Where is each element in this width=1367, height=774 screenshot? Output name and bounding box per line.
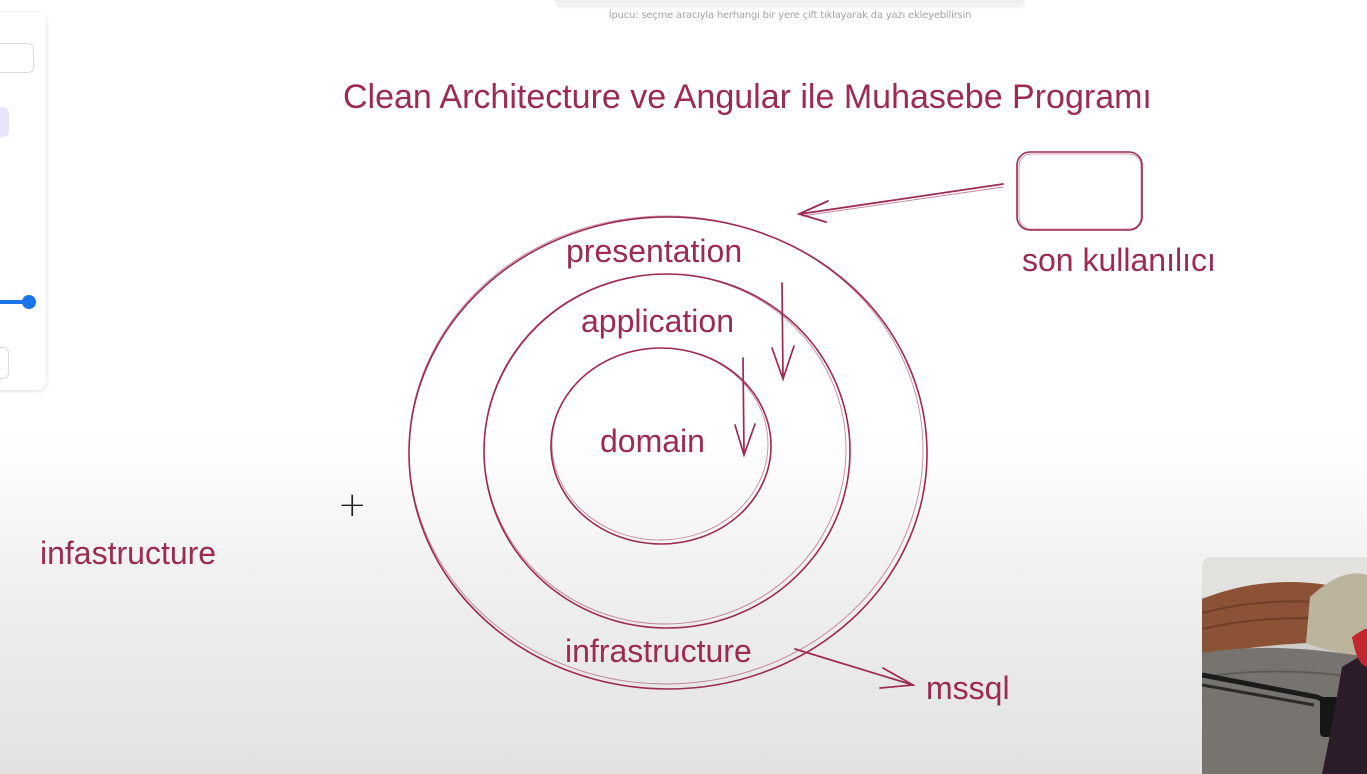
end-user-label: son kullanılıcı <box>1022 242 1216 278</box>
crosshair-cursor-icon: + <box>338 485 367 525</box>
side-note-text: infastructure <box>40 535 216 571</box>
selected-option-chip[interactable] <box>0 107 9 137</box>
layer-application: application <box>581 303 734 339</box>
mssql-arrow <box>794 648 916 689</box>
user-arrow <box>796 183 1004 223</box>
layer-domain: domain <box>600 423 705 459</box>
infrastructure-ring <box>408 215 928 690</box>
properties-panel <box>0 12 46 390</box>
top-toolbar-edge <box>555 0 1025 6</box>
opacity-slider-handle[interactable] <box>22 295 36 309</box>
domain-ring <box>550 347 772 545</box>
canvas-title: Clean Architecture ve Angular ile Muhase… <box>343 78 1152 116</box>
end-user-box <box>1016 151 1143 231</box>
dependency-arrow-application <box>734 357 756 458</box>
opacity-slider[interactable] <box>0 300 28 304</box>
dependency-arrow-presentation <box>771 282 795 382</box>
webcam-overlay <box>1202 557 1367 774</box>
layer-presentation: presentation <box>566 233 742 269</box>
layer-infrastructure: infrastructure <box>565 633 752 669</box>
application-ring <box>483 273 851 629</box>
toolbar-hint: İpucu: seçme aracıyla herhangi bir yere … <box>608 10 972 21</box>
db-label: mssql <box>926 670 1010 706</box>
stroke-color-input[interactable] <box>0 43 34 73</box>
layer-input[interactable] <box>0 347 9 379</box>
